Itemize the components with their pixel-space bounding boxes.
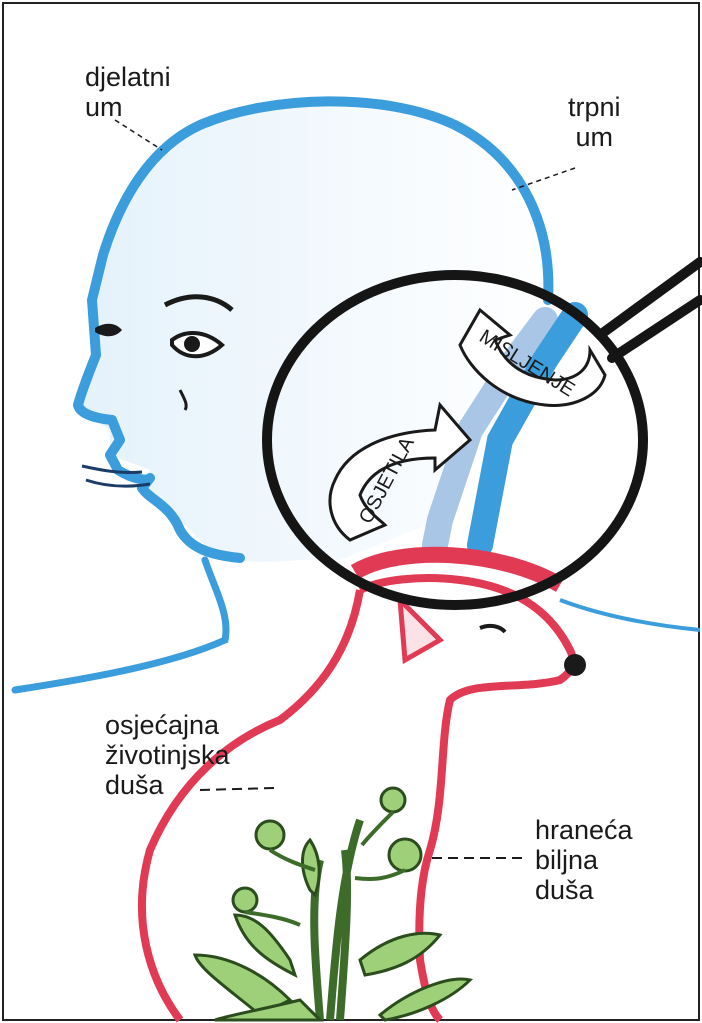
- leader-active-mind: [115, 120, 162, 150]
- label-plant-soul-line1: hraneća: [535, 815, 633, 845]
- pupil: [184, 336, 200, 352]
- label-plant-soul: hraneća biljna duša: [535, 815, 633, 905]
- fox-eye: [480, 626, 505, 632]
- shoulder-right: [560, 600, 700, 630]
- label-passive-mind: trpni um: [568, 92, 621, 152]
- label-animal-soul: osjećajna životinjska duša: [105, 710, 230, 800]
- label-animal-soul-line3: duša: [105, 770, 230, 800]
- label-active-mind-line2: um: [85, 92, 171, 122]
- label-passive-mind-line2: um: [568, 122, 621, 152]
- label-active-mind-line1: djelatni: [85, 62, 171, 92]
- label-active-mind: djelatni um: [85, 62, 171, 122]
- plant: [195, 788, 470, 1020]
- magnifier-handle: [600, 262, 700, 358]
- label-passive-mind-line1: trpni: [568, 92, 621, 122]
- label-animal-soul-line2: životinjska: [105, 740, 230, 770]
- label-plant-soul-line2: biljna: [535, 845, 633, 875]
- fox-nose: [564, 654, 586, 676]
- label-plant-soul-line3: duša: [535, 875, 633, 905]
- label-animal-soul-line1: osjećajna: [105, 710, 230, 740]
- neck-front: [15, 560, 226, 690]
